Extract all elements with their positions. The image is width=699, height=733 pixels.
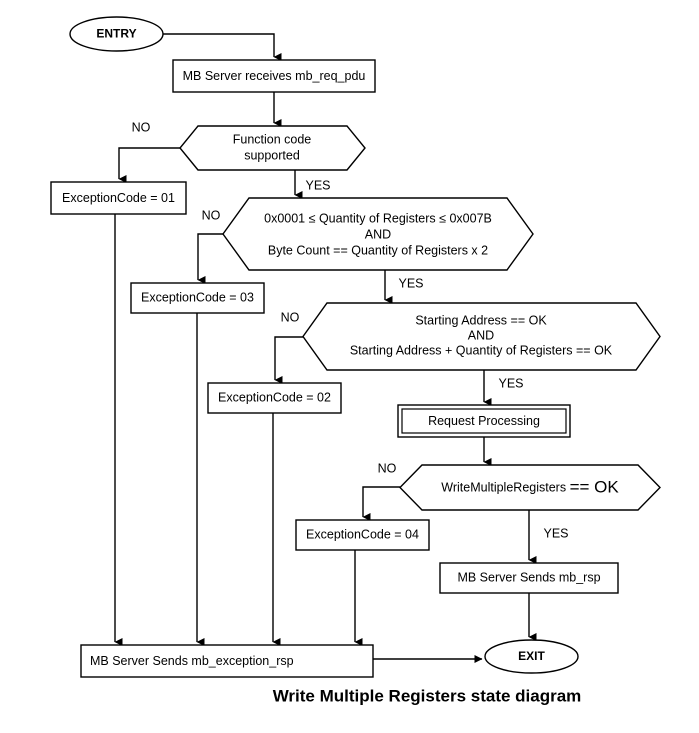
node-exception-code-04-label: ExceptionCode = 04 [306,527,419,541]
node-decision-quantity-line2: AND [365,227,391,241]
node-decision-write-check-operator: == OK [570,478,620,497]
node-exit: EXIT [484,639,579,674]
branch-label-yes-1: YES [305,178,330,192]
node-decision-write-check-name: WriteMultipleRegisters [441,481,569,495]
node-decision-function-code-line1: Function code [233,132,312,146]
node-decision-function-code: Function code supported [179,125,366,171]
branch-label-no-4: NO [378,461,397,475]
node-exception-code-01-label: ExceptionCode = 01 [62,191,175,205]
branch-label-no-1: NO [132,120,151,134]
node-decision-quantity: 0x0001 ≤ Quantity of Registers ≤ 0x007B … [222,197,534,271]
branch-label-yes-4: YES [543,526,568,540]
node-decision-address: Starting Address == OK AND Starting Addr… [302,302,661,371]
node-exception-code-03-label: ExceptionCode = 03 [141,290,254,304]
node-decision-address-line1: Starting Address == OK [415,313,547,327]
node-decision-quantity-line3: Byte Count == Quantity of Registers x 2 [268,243,488,257]
node-decision-address-line3: Starting Address + Quantity of Registers… [350,343,613,357]
node-entry: ENTRY [69,16,164,52]
node-decision-address-line2: AND [468,328,494,342]
node-exception-code-02-label: ExceptionCode = 02 [218,390,331,404]
node-request-processing: Request Processing [397,404,571,438]
node-send-exception-rsp-label: MB Server Sends mb_exception_rsp [90,654,294,668]
node-exception-code-04: ExceptionCode = 04 [295,519,430,551]
node-decision-quantity-line1: 0x0001 ≤ Quantity of Registers ≤ 0x007B [264,211,492,225]
node-decision-function-code-line2: supported [244,148,300,162]
diagram-caption: Write Multiple Registers state diagram [273,686,582,705]
node-exception-code-03: ExceptionCode = 03 [130,282,265,314]
node-receive: MB Server receives mb_req_pdu [172,59,376,93]
node-exit-label: EXIT [518,649,545,663]
branch-label-yes-2: YES [398,276,423,290]
connector-entry-to-receive [163,33,282,61]
connector-address-no-to-ec02 [274,336,303,384]
node-decision-write-check-text: WriteMultipleRegisters == OK [441,478,619,497]
connector-quantity-no-to-ec03 [197,233,223,284]
node-send-rsp-label: MB Server Sends mb_rsp [457,570,600,584]
branch-label-yes-3: YES [498,376,523,390]
node-request-processing-label: Request Processing [428,414,540,428]
connector-writecheck-no-to-ec04 [362,486,400,521]
connector-functioncode-no-to-ec01 [118,147,180,183]
node-exception-code-01: ExceptionCode = 01 [50,181,187,215]
branch-label-no-2: NO [202,208,221,222]
node-entry-label: ENTRY [96,27,136,41]
node-receive-label: MB Server receives mb_req_pdu [183,69,366,83]
node-send-rsp: MB Server Sends mb_rsp [439,562,619,594]
branch-label-no-3: NO [281,310,300,324]
node-decision-write-check: WriteMultipleRegisters == OK [399,464,661,511]
node-exception-code-02: ExceptionCode = 02 [207,382,342,414]
node-send-exception-rsp: MB Server Sends mb_exception_rsp [80,644,374,678]
